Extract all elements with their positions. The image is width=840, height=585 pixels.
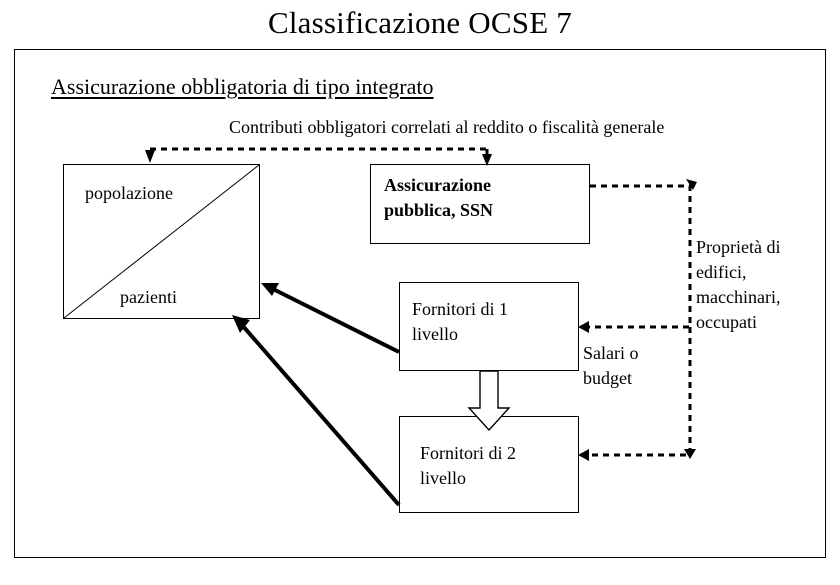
node-population-label-bottom: pazienti bbox=[120, 287, 177, 307]
node-provider-level-1-label: Fornitori di 1 livello bbox=[412, 299, 509, 344]
node-provider-level-1[interactable] bbox=[399, 282, 579, 371]
node-provider-level-2-label: Fornitori di 2 livello bbox=[420, 443, 517, 488]
page-title: Classificazione OCSE 7 bbox=[267, 5, 573, 40]
edge-label-property: Proprietà di edifici, macchinari, occupa… bbox=[696, 237, 781, 332]
node-public-insurance[interactable] bbox=[370, 164, 590, 244]
node-public-insurance-label: Assicurazione pubblica, SSN bbox=[384, 175, 494, 220]
node-population-label-top: popolazione bbox=[85, 183, 173, 203]
edge-label-salary: Salari o budget bbox=[583, 343, 639, 388]
edge-label-contributions: Contributi obbligatori correlati al redd… bbox=[229, 117, 665, 137]
section-heading: Assicurazione obbligatoria di tipo integ… bbox=[51, 74, 434, 99]
node-provider-level-2[interactable] bbox=[399, 416, 579, 513]
